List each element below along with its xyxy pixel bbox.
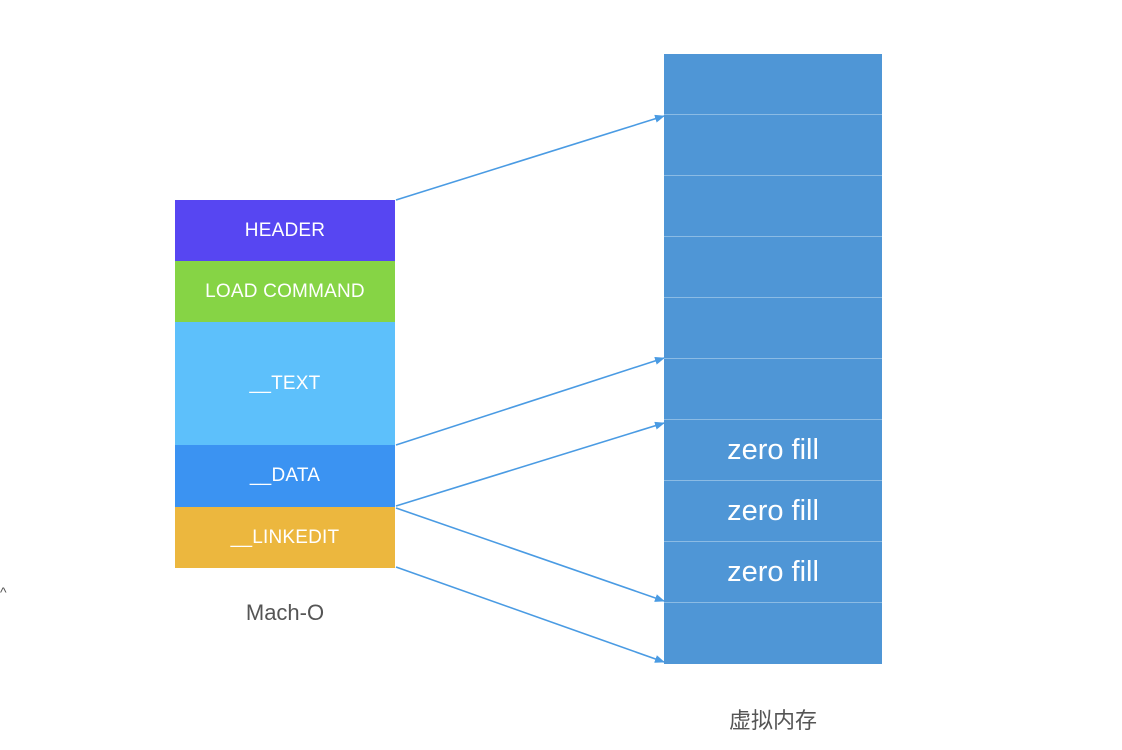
linkedit-segment: __LINKEDIT — [175, 507, 395, 568]
data-segment: __DATA — [175, 445, 395, 507]
memory-page-zero-fill: zero fill — [664, 420, 882, 481]
text-segment: __TEXT — [175, 322, 395, 445]
arrow-data-to-page-10 — [395, 507, 665, 602]
arrow-header-to-page-2 — [395, 114, 665, 201]
virtual-memory-caption: 虚拟内存 — [728, 708, 817, 733]
header-segment: HEADER — [175, 200, 395, 261]
load-command-segment: LOAD COMMAND — [175, 261, 395, 322]
arrow-data-to-page-6 — [395, 356, 665, 446]
mach-o-stack: HEADER LOAD COMMAND __TEXT __DATA __LINK… — [175, 200, 395, 568]
memory-page — [664, 115, 882, 176]
memory-page — [664, 237, 882, 298]
arrow-linkedit-to-page-11 — [395, 566, 665, 663]
memory-page — [664, 176, 882, 237]
memory-page-zero-fill: zero fill — [664, 542, 882, 603]
memory-page — [664, 54, 882, 115]
virtual-memory-column: zero fill zero fill zero fill — [664, 54, 882, 664]
memory-page — [664, 359, 882, 420]
edge-mark: ^ — [0, 584, 7, 600]
mach-o-caption: Mach-O — [245, 600, 325, 625]
memory-page — [664, 298, 882, 359]
arrow-data-to-page-7 — [395, 421, 665, 507]
memory-page — [664, 603, 882, 664]
memory-page-zero-fill: zero fill — [664, 481, 882, 542]
